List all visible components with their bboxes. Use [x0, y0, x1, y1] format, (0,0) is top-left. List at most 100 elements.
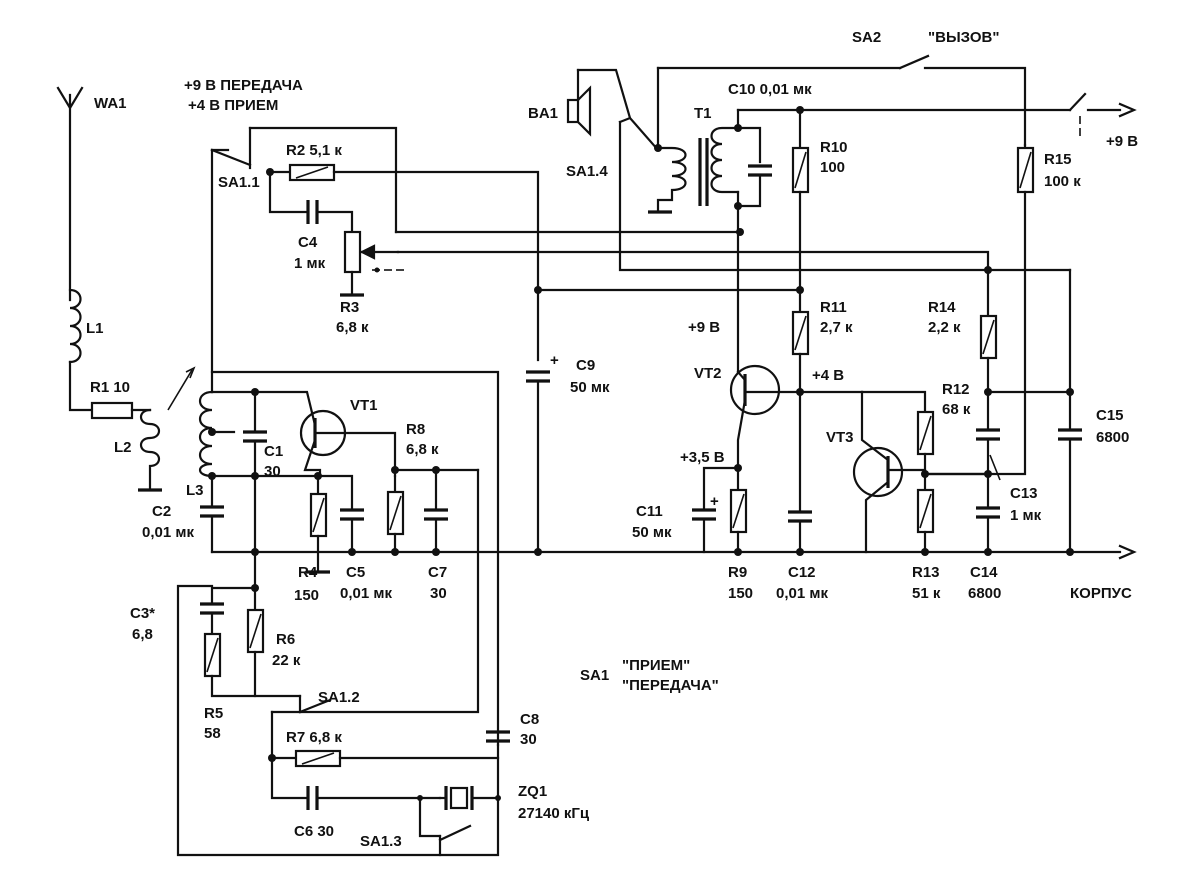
label-r13: R13 [912, 564, 940, 581]
label-l3: L3 [186, 482, 204, 499]
label-chassis: КОРПУС [1070, 585, 1132, 602]
label-r5-val: 58 [204, 725, 221, 742]
chassis-arrow [1118, 544, 1137, 560]
label-c3: C3* [130, 605, 155, 622]
label-c9: C9 [576, 357, 595, 374]
label-c9-val: 50 мк [570, 379, 610, 396]
capacitor-c11 [692, 508, 716, 521]
switch-sa1-2 [270, 694, 332, 714]
capacitor-c9 [526, 370, 550, 383]
label-c13: C13 [1010, 485, 1038, 502]
label-r14: R14 [928, 299, 956, 316]
label-t1: T1 [694, 105, 712, 122]
c11-polarity: + [710, 493, 719, 510]
label-c15: C15 [1096, 407, 1124, 424]
label-r9: R9 [728, 564, 747, 581]
label-c12-val: 0,01 мк [776, 585, 828, 602]
label-c11: C11 [636, 503, 663, 520]
crystal-zq1 [438, 786, 500, 810]
label-r6: R6 [276, 631, 295, 648]
label-c5: C5 [346, 564, 365, 581]
label-sa2-call: "ВЫЗОВ" [928, 29, 999, 46]
inductor-l2 [138, 408, 162, 492]
transistor-vt2 [729, 364, 802, 470]
capacitor-c4 [306, 200, 319, 224]
label-sa1-1: SA1.1 [218, 174, 260, 191]
label-c10: C10 0,01 мк [728, 81, 812, 98]
label-l1: L1 [86, 320, 104, 337]
label-r15: R15 [1044, 151, 1072, 168]
label-c2: C2 [152, 503, 171, 520]
label-vt2: VT2 [694, 365, 722, 382]
capacitor-c1 [243, 430, 267, 443]
label-zq1: ZQ1 [518, 783, 547, 800]
switch-sa1-4 [618, 116, 990, 272]
label-sa1-2: SA1.2 [318, 689, 360, 706]
label-c12: C12 [788, 564, 816, 581]
label-sa2: SA2 [852, 29, 881, 46]
capacitor-c12 [788, 510, 812, 523]
capacitor-c8 [486, 730, 510, 743]
switch-sa1-1 [210, 126, 398, 234]
label-sa1-rx: "ПРИЕМ" [622, 657, 690, 674]
label-tx-voltage: +9 В ПЕРЕДАЧА [184, 77, 303, 94]
label-r12: R12 [942, 381, 970, 398]
label-plus9v-vt2: +9 В [688, 319, 720, 336]
capacitor-c2 [200, 505, 224, 518]
speaker-ba1 [566, 68, 632, 137]
transistor-vt3 [852, 390, 927, 554]
label-c2-val: 0,01 мк [142, 524, 194, 541]
label-r4: R4 [298, 564, 318, 581]
label-r2: R2 5,1 к [286, 142, 342, 159]
label-c14: C14 [970, 564, 998, 581]
label-r3: R3 [340, 299, 359, 316]
label-c15-val: 6800 [1096, 429, 1129, 446]
label-r8-val: 6,8 к [406, 441, 439, 458]
transformer-t1 [648, 124, 772, 214]
label-r4-val: 150 [294, 587, 319, 604]
label-sa1-3: SA1.3 [360, 833, 402, 850]
label-r14-val: 2,2 к [928, 319, 961, 336]
label-r15-val: 100 к [1044, 173, 1081, 190]
label-sa1-4: SA1.4 [566, 163, 608, 180]
capacitor-c14 [976, 506, 1000, 519]
capacitor-c13 [976, 428, 1000, 441]
label-plus9v-right: +9 В [1106, 133, 1138, 150]
label-c8: C8 [520, 711, 539, 728]
label-r3-val: 6,8 к [336, 319, 369, 336]
label-c3-val: 6,8 [132, 626, 153, 643]
capacitor-c6 [306, 786, 319, 810]
label-r9-val: 150 [728, 585, 753, 602]
label-c4: C4 [298, 234, 318, 251]
capacitor-c15 [1058, 428, 1082, 441]
capacitor-c5 [340, 508, 364, 521]
label-vt3: VT3 [826, 429, 854, 446]
potentiometer-r3 [343, 230, 362, 274]
label-r10-val: 100 [820, 159, 845, 176]
inductor-l1 [68, 288, 82, 364]
label-r11-val: 2,7 к [820, 319, 853, 336]
label-c11-val: 50 мк [632, 524, 672, 541]
label-r10: R10 [820, 139, 848, 156]
label-ba1: BA1 [528, 105, 558, 122]
label-wa1: WA1 [94, 95, 127, 112]
label-l2: L2 [114, 439, 132, 456]
antenna-wa1 [56, 86, 84, 302]
label-c8-val: 30 [520, 731, 537, 748]
label-c1: C1 [264, 443, 283, 460]
label-c14-val: 6800 [968, 585, 1001, 602]
label-plus4v: +4 В [812, 367, 844, 384]
switch-sa1-3 [418, 796, 472, 857]
label-plus35v: +3,5 В [680, 449, 725, 466]
label-zq1-val: 27140 кГц [518, 805, 590, 822]
label-c1-val: 30 [264, 463, 281, 480]
resistor-r1 [90, 401, 134, 420]
label-r13-val: 51 к [912, 585, 941, 602]
label-sa1-tx: "ПЕРЕДАЧА" [622, 677, 719, 694]
label-r7: R7 6,8 к [286, 729, 342, 746]
label-c13-val: 1 мк [1010, 507, 1042, 524]
label-r11: R11 [820, 299, 847, 316]
label-c4-val: 1 мк [294, 255, 326, 272]
c9-polarity: + [550, 352, 559, 369]
